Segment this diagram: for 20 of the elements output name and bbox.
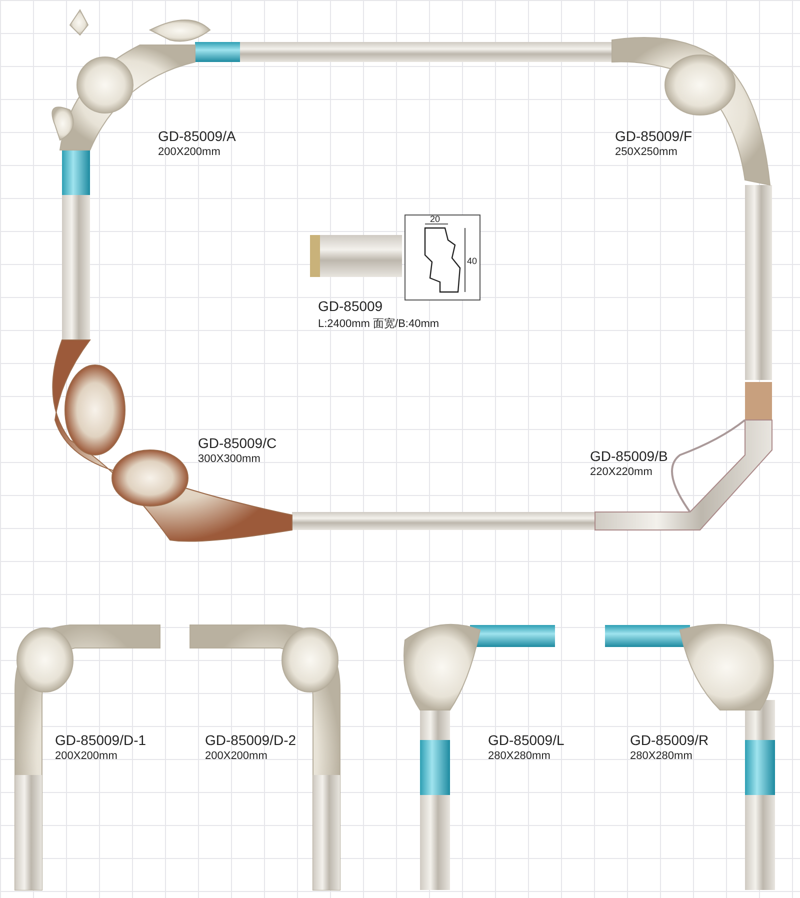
product-code: GD-85009/A [158, 128, 236, 144]
dimension-text: 280X280mm [488, 750, 550, 762]
product-code: GD-85009/R [630, 732, 709, 748]
product-code: GD-85009/F [615, 128, 692, 144]
dimension-text: 40 [467, 256, 478, 266]
dimension-text: 200X200mm [158, 146, 220, 158]
product-code: GD-85009/C [198, 435, 277, 451]
dimension-text: 200X200mm [205, 750, 268, 762]
product-code: GD-85009/D-2 [205, 732, 296, 748]
dimension-text: 200X200mm [55, 750, 118, 762]
dimension-text: 20 [430, 214, 440, 224]
product-code: GD-85009 [318, 298, 383, 314]
dimension-text: 220X220mm [590, 466, 652, 478]
product-code: GD-85009/L [488, 732, 564, 748]
product-code: GD-85009/D-1 [55, 732, 146, 748]
dimension-text: 300X300mm [198, 453, 260, 465]
product-code: GD-85009/B [590, 448, 668, 464]
dimension-text: 280X280mm [630, 750, 692, 762]
dimension-text: L:2400mm 面宽/B:40mm [318, 316, 440, 331]
dimension-text: 250X250mm [615, 146, 678, 158]
